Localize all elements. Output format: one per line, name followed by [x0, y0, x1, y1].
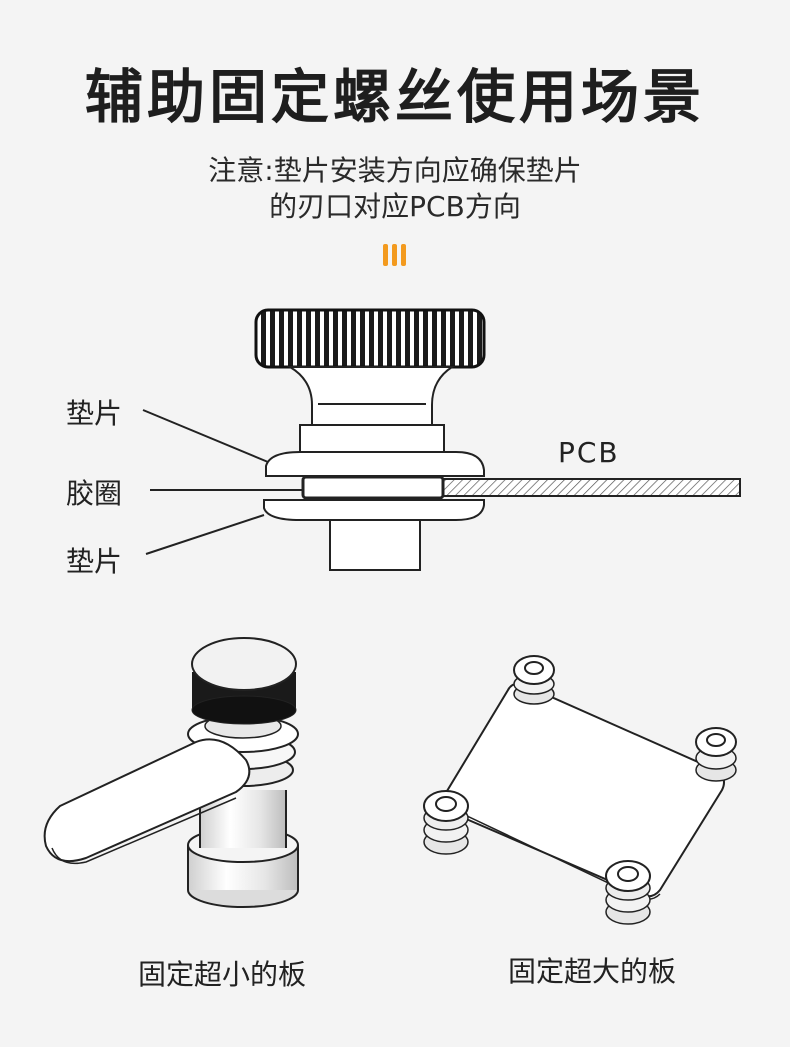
large-board-illustration — [423, 655, 737, 925]
bottom-washer — [263, 499, 485, 521]
post-right — [695, 727, 737, 782]
page-title: 辅助固定螺丝使用场景 — [84, 63, 705, 131]
caption-large-board: 固定超大的板 — [507, 955, 676, 988]
accent-bars-icon — [383, 244, 406, 266]
label-washer-top: 垫片 — [66, 397, 123, 430]
label-rubber-ring: 胶圈 — [66, 477, 123, 510]
note-line-2: 的刃口对应PCB方向 — [269, 190, 521, 223]
screw-neck — [286, 366, 456, 426]
small-board-illustration — [43, 637, 299, 908]
label-washer-bottom: 垫片 — [66, 545, 123, 578]
screw-shank — [329, 519, 421, 571]
top-washer — [265, 451, 485, 477]
rubber-ring — [301, 475, 445, 500]
post-left — [423, 790, 469, 855]
caption-small-board: 固定超小的板 — [137, 958, 306, 991]
post-top — [513, 655, 555, 705]
label-pcb: PCB — [558, 436, 620, 469]
knurled-head — [254, 308, 486, 369]
note-line-1: 注意:垫片安装方向应确保垫片 — [208, 154, 582, 187]
screw-collar — [299, 424, 445, 456]
pcb-board — [439, 478, 741, 497]
post-bottom — [605, 860, 651, 925]
